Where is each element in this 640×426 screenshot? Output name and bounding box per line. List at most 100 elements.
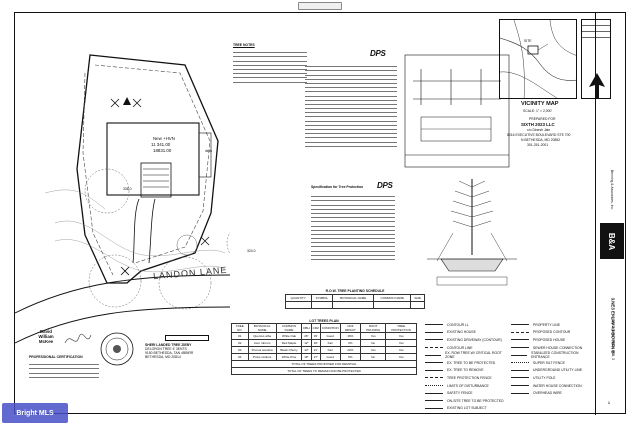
lot-trees-footer-1: TOTAL OF TREES PROPOSED FOR REMOVAL bbox=[231, 360, 417, 368]
client-contact: c/o Dinesh Jain bbox=[527, 128, 551, 132]
legend-label: SEWER HOUSE CONNECTION bbox=[533, 345, 583, 350]
rb-schedule-title: R.O.W. TREE PLANTING SCHEDULE bbox=[325, 289, 385, 293]
house-label-1: New +HVN bbox=[153, 136, 175, 141]
client-address-2: N BETHESDA, MD 20852 bbox=[521, 138, 561, 142]
legend-label: OVERHEAD WIRE bbox=[533, 391, 562, 396]
legend-label: EXISTING HOUSE bbox=[447, 330, 476, 335]
company-name: Benning & Associates, Inc. bbox=[610, 169, 614, 211]
lot-dim-1: 338.0 bbox=[123, 187, 132, 191]
name-line: McKee bbox=[38, 339, 54, 345]
legend-label: WATER HOUSE CONNECTION bbox=[533, 383, 582, 388]
vicinity-title: VICINITY MAP bbox=[521, 101, 559, 107]
owner-line: DELORON TREE E 3ENTS bbox=[145, 347, 187, 351]
owner-line: SHERI LANDED TREE ZIEBY bbox=[145, 343, 192, 347]
col-header: CRZ IMPACT bbox=[339, 323, 362, 333]
prepared-for-label: PREPARED FOR bbox=[529, 117, 556, 121]
col-header: DBH bbox=[301, 323, 312, 333]
lot-dim-2: 324.0 bbox=[247, 249, 256, 253]
title-column: Benning & Associates, Inc. B&A 3.NE3 E: … bbox=[595, 13, 627, 415]
spec-text-1 bbox=[305, 63, 397, 148]
vicinity-scale: SCALE: 1" = 2,000' bbox=[523, 109, 553, 113]
tree-planting-detail bbox=[427, 179, 517, 286]
name-line: William bbox=[38, 334, 54, 340]
house-label-2: 11 341.00 bbox=[151, 142, 171, 147]
house-label-3: 18831.00 bbox=[153, 148, 172, 153]
lot-trees-title: LOT TREES PLAN bbox=[309, 319, 339, 323]
tree-remove-marks bbox=[110, 98, 210, 276]
fence-detail bbox=[404, 54, 510, 168]
engineer-seal bbox=[100, 332, 134, 366]
col-header: BOTANICAL NAME bbox=[247, 323, 277, 333]
rb-col: SYMBOL bbox=[310, 294, 334, 302]
legend-label: TREE PROTECTION FENCE bbox=[447, 375, 492, 380]
owner-box bbox=[165, 335, 209, 341]
rb-col: BOTANICAL NAME bbox=[332, 294, 375, 302]
legend-left: CONTOUR LL EXISTING HOUSE EXISTING DRIVE… bbox=[425, 321, 505, 412]
dps-logo-2: DPS bbox=[377, 181, 393, 190]
col-header: CRZ bbox=[310, 323, 321, 333]
legend-label: PROPOSED HOUSE bbox=[533, 337, 566, 342]
rb-col: QUANTITY bbox=[285, 294, 312, 302]
rb-schedule: R.O.W. TREE PLANTING SCHEDULE QUANTITY S… bbox=[285, 289, 425, 309]
legend-label: PROPERTY LINE bbox=[533, 322, 561, 327]
col-header: CONDITION bbox=[319, 323, 341, 333]
legend-label: UNDERGROUND UTILITY LINE bbox=[533, 368, 583, 373]
project-subtitle: BOSSED: BOSTROEN S3B, 3 bbox=[611, 313, 615, 361]
col-header: TREE PROTECTION bbox=[385, 323, 417, 333]
owner-line: 9150 BETHESDA, TAN 4BBIRR bbox=[145, 351, 194, 355]
lod-line bbox=[94, 64, 211, 264]
rb-schedule-table: QUANTITY SYMBOL BOTANICAL NAME COMMON NA… bbox=[285, 294, 425, 309]
legend-label: PROPOSED CONTOUR bbox=[533, 330, 571, 335]
tree-notes-text bbox=[233, 49, 307, 84]
sheet-number: 1 bbox=[608, 401, 610, 405]
top-badge bbox=[298, 2, 342, 10]
vicinity-map: SITE bbox=[499, 19, 577, 99]
owner-block: SHERI LANDED TREE ZIEBY DELORON TREE E 3… bbox=[145, 343, 225, 359]
legend-label: SAFETY FENCE bbox=[447, 391, 473, 396]
legend-label: CONTOUR LINE bbox=[447, 345, 473, 350]
notes-header: TREE NOTES bbox=[233, 43, 255, 47]
site-label: SITE bbox=[524, 39, 532, 43]
dps-logo-1: DPS bbox=[370, 49, 386, 58]
north-arrow-icon bbox=[589, 73, 605, 99]
deck-label: deck bbox=[205, 149, 213, 153]
planting-spec-title: Specification for Tree Protection bbox=[311, 185, 364, 189]
watermark-text: Bright MLS bbox=[16, 409, 54, 417]
legend-label: EX. ROW TREE W/ CRITICAL ROOT ZONE bbox=[445, 351, 502, 360]
legend-label: SUPER SILT FENCE bbox=[533, 360, 565, 365]
property-line bbox=[76, 54, 219, 284]
name-line: David bbox=[40, 329, 52, 334]
col-header: TREE NO. bbox=[231, 323, 249, 333]
legend-label: LIMITS OF DISTURBANCE bbox=[447, 383, 489, 388]
lot-trees-table: TREE NO. BOTANICAL NAME COMMON NAME DBH … bbox=[231, 323, 417, 375]
drawing-sheet: LANDON LANE New +HVN 11 341.00 18831.00 … bbox=[14, 12, 627, 415]
client-name: SIXTH 2023 LLC bbox=[521, 122, 555, 127]
company-logo: B&A bbox=[600, 223, 624, 259]
client-phone: 301-251-2001 bbox=[527, 143, 549, 147]
legend-label: EXISTING DRIVEWAY (CONTOUR) bbox=[447, 337, 502, 342]
owner-line: BETHESDA, MD 20814 bbox=[145, 355, 181, 359]
watermark-badge: Bright MLS bbox=[2, 403, 68, 423]
legend-label: UTILITY POLE bbox=[533, 375, 556, 380]
stamp-label: PROFESSIONAL CERTIFICATION bbox=[29, 355, 83, 359]
logo-text: B&A bbox=[607, 232, 617, 250]
site-plan bbox=[15, 54, 230, 344]
street-edge bbox=[15, 274, 230, 314]
legend-label: EXISTING LOT SUBJECT bbox=[447, 406, 487, 411]
col-header: COMMON NAME bbox=[275, 323, 303, 333]
legend-label: STABILIZED CONSTRUCTION ENTRANCE bbox=[531, 351, 579, 360]
legend-label: EX. TREE TO BE PROTECTED bbox=[447, 360, 496, 365]
cert-text bbox=[29, 361, 99, 379]
signature-scribble bbox=[64, 333, 92, 344]
engineer-name: David William McKee bbox=[31, 329, 61, 345]
lot-trees-footer-2: TOTAL OF TREES TO REMAIN AND BE PROTECTE… bbox=[231, 367, 417, 375]
proposed-house bbox=[106, 122, 200, 196]
client-address-1: 8016 EXECUTIVE BOULEVARD STE 700 bbox=[507, 133, 571, 137]
legend-right: PROPERTY LINE PROPOSED CONTOUR PROPOSED … bbox=[511, 321, 591, 397]
legend-label: ON-SITE TREE TO BE PROTECTED bbox=[447, 398, 504, 403]
legend-label: CONTOUR LL bbox=[447, 322, 469, 327]
